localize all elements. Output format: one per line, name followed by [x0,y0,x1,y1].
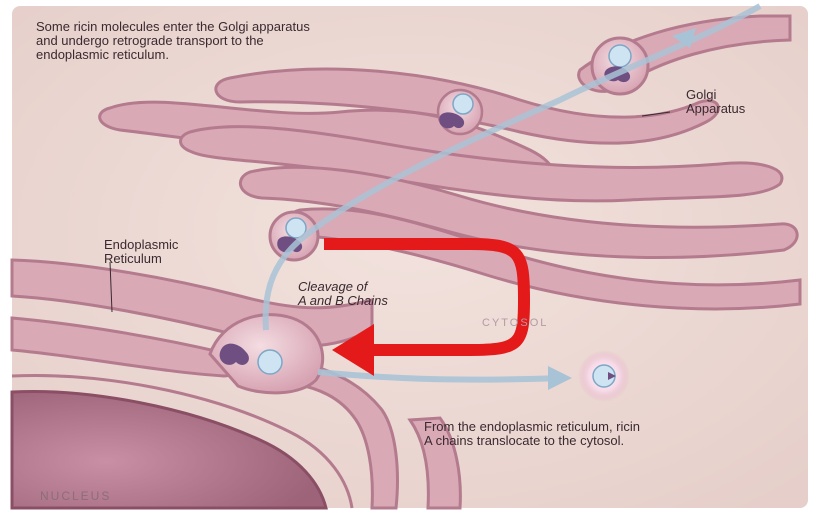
nucleus-label: NUCLEUS [40,489,111,503]
free-ricin-a-chain [578,350,630,402]
intro-caption: Some ricin molecules enter the Golgi app… [36,20,556,62]
cytosol-label: CYTOSOL [482,316,548,330]
golgi-apparatus-label: Golgi Apparatus [686,88,796,116]
golgi-mid-vesicle [438,90,482,134]
outro-caption: From the endoplasmic reticulum, ricin A … [424,420,804,448]
ricin-molecule-icon-2 [453,94,473,114]
ricin-molecule-icon [609,45,631,67]
ricin-a-chain-icon [258,350,282,374]
transport-vesicle [270,212,318,260]
cleavage-label: Cleavage of A and B Chains [298,280,458,308]
endoplasmic-reticulum-label: Endoplasmic Reticulum [104,238,244,266]
